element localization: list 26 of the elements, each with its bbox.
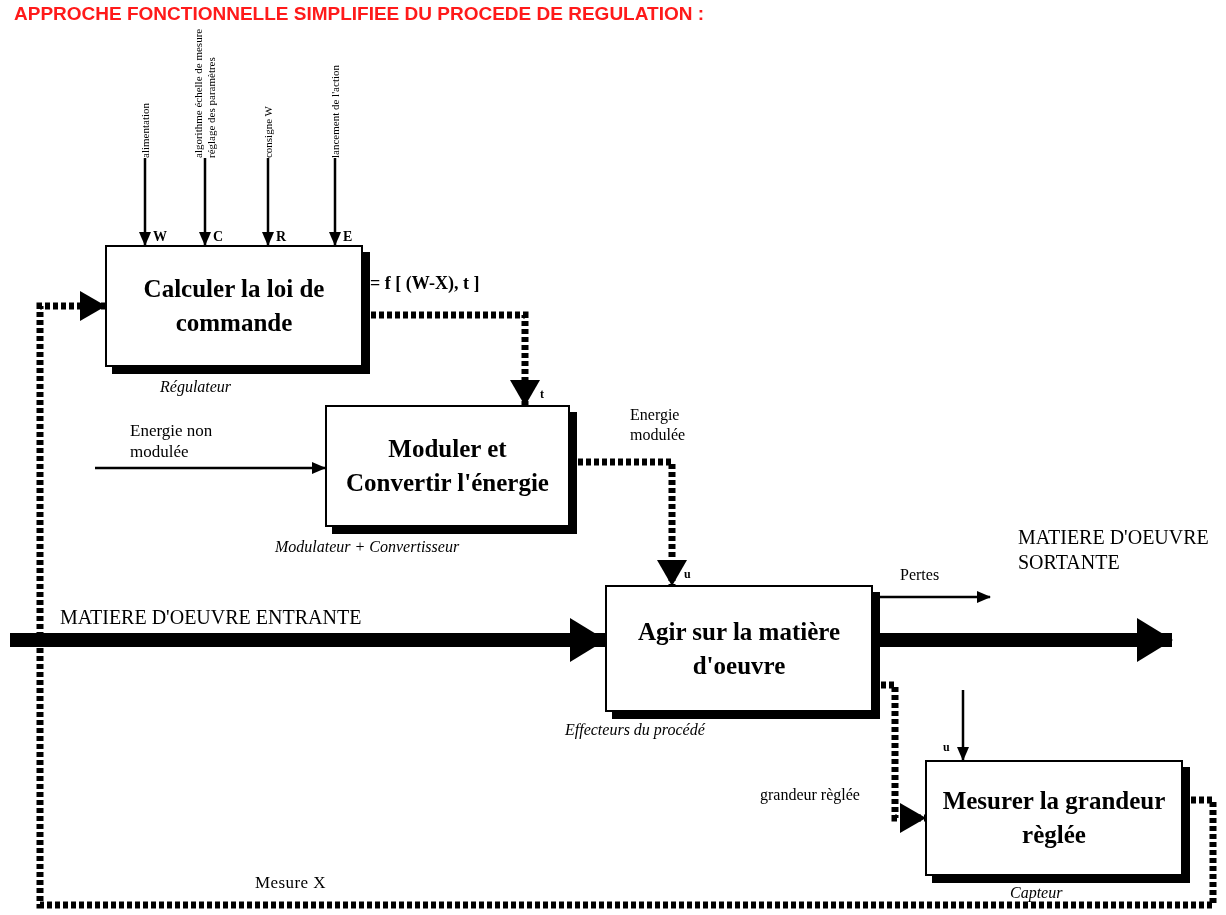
arrow: [95, 462, 326, 474]
flow-arrow: [10, 618, 606, 662]
block-caption: Effecteurs du procédé: [565, 720, 705, 741]
signal-letter: R: [276, 228, 287, 246]
signal-letter: t: [540, 386, 544, 403]
arrow: [36, 291, 1217, 909]
input-label: algorithme échelle de mesure réglage des paramètres: [180, 28, 230, 158]
edge-label: grandeur règlée: [760, 785, 860, 805]
signal-letter: E: [343, 228, 353, 246]
arrow: [139, 158, 151, 246]
arrow: [957, 690, 969, 761]
signal-letter: u: [684, 566, 691, 583]
arrow: [199, 158, 211, 246]
signal-letter: u: [943, 739, 950, 756]
signal-letter: W: [153, 228, 167, 246]
arrow: [262, 158, 274, 246]
block-caption: Capteur: [1010, 883, 1063, 904]
signal-letter: C: [213, 228, 224, 246]
block-caption: Modulateur + Convertisseur: [275, 537, 460, 557]
block-caption: Régulateur: [160, 377, 232, 398]
input-label: lancement de l'action: [324, 28, 346, 158]
input-label: alimentation: [134, 40, 156, 158]
arrow: [329, 158, 341, 246]
edge-label: = f [ (W-X), t ]: [370, 272, 480, 295]
input-label: consigne W: [257, 40, 279, 158]
diagram-title: APPROCHE FONCTIONNELLE SIMPLIFIEE DU PROCEDE DE REGULATION :: [14, 2, 704, 26]
